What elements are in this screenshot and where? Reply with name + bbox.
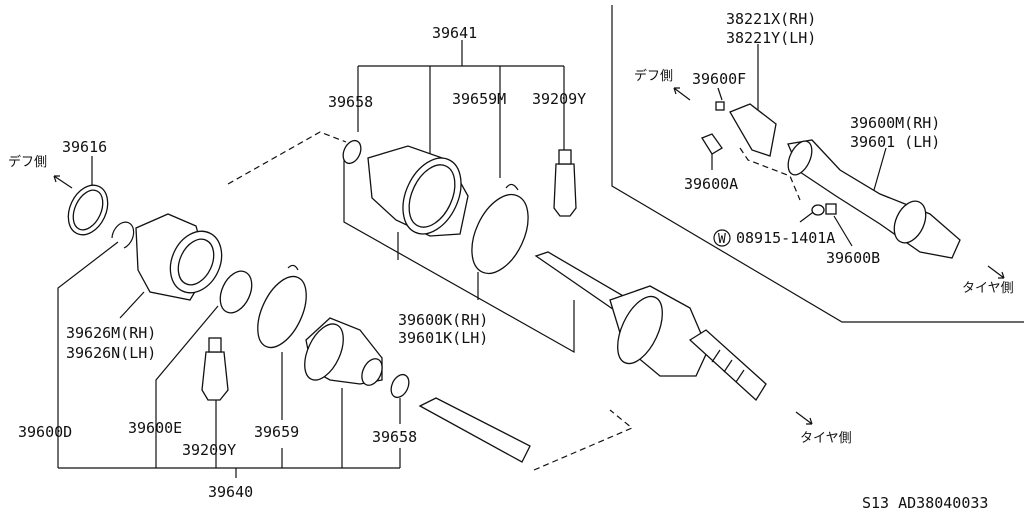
upper-assembly [342, 139, 577, 275]
ring-39600E [219, 270, 253, 314]
label-39600a: 39600A [684, 175, 738, 193]
boot-band-39658-lower [390, 373, 410, 399]
label-39600b: 39600B [826, 249, 880, 267]
label-39659: 39659 [254, 423, 299, 441]
label-39601k: 39601K(LH) [398, 329, 488, 347]
label-38221x: 38221X(RH) [726, 10, 816, 28]
label-washer-mark: W [718, 232, 726, 247]
inset-assembly [701, 101, 961, 259]
label-39600f: 39600F [692, 70, 746, 88]
boot-band-39659M [471, 193, 529, 275]
arrow-tire-main-icon [795, 411, 813, 425]
footer-code: S13 AD38040033 [862, 494, 988, 512]
nut-39600F [715, 101, 725, 111]
bolt-39600A [701, 133, 723, 155]
alignment-dashes [227, 131, 801, 471]
label-39600k: 39600K(RH) [398, 311, 488, 329]
grease-tube-lower [201, 351, 229, 401]
washer-mark-circle [713, 229, 731, 247]
label-39209y-bottom: 39209Y [182, 441, 236, 459]
label-39626m: 39626M(RH) [66, 324, 156, 342]
label-39641: 39641 [432, 24, 477, 42]
label-39640: 39640 [208, 483, 253, 501]
label-39658-bottom: 39658 [372, 428, 417, 446]
label-tire-side-main: タイヤ側 [800, 431, 852, 446]
label-39600e: 39600E [128, 419, 182, 437]
label-39658-top: 39658 [328, 93, 373, 111]
label-39659m: 39659M [452, 90, 506, 108]
leader-lines [57, 40, 887, 478]
label-diff-side-right: デフ側 [634, 68, 673, 84]
part-labels: 39641 39658 39659M 39209Y 39616 デフ側 3962… [8, 10, 1014, 512]
arrow-tire-right-icon [987, 265, 1005, 279]
label-39626n: 39626N(LH) [66, 344, 156, 362]
label-diff-side-left: デフ側 [8, 154, 47, 170]
label-08915: 08915-1401A [736, 229, 835, 247]
label-39600d: 39600D [18, 423, 72, 441]
nut-39600B [825, 203, 837, 215]
inset-border [611, 5, 1024, 323]
boot-band-39659 [257, 275, 307, 349]
direction-arrows [53, 87, 1005, 425]
label-38221y: 38221Y(LH) [726, 29, 816, 47]
main-shaft [534, 251, 767, 402]
label-tire-side-right: タイヤ側 [962, 281, 1014, 296]
washer-08915 [811, 204, 825, 216]
circlip [111, 221, 135, 249]
arrow-diff-left-icon [53, 175, 73, 189]
label-39209y-top: 39209Y [532, 90, 586, 108]
label-39616: 39616 [62, 138, 107, 156]
left-assembly [67, 184, 531, 463]
grease-tube-upper [553, 163, 577, 217]
label-39600m: 39600M(RH) [850, 114, 940, 132]
arrow-diff-right-icon [673, 87, 691, 101]
label-39601: 39601 (LH) [850, 133, 940, 151]
inner-shaft-end [418, 397, 531, 463]
flange-38221 [729, 103, 777, 157]
boot-band-39658-upper [342, 139, 362, 165]
